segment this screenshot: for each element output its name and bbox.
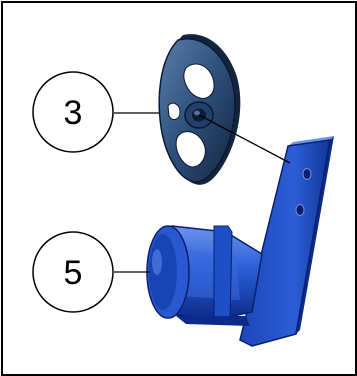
callout-5: 5 <box>32 231 114 313</box>
callout-5-label: 5 <box>64 254 83 292</box>
callout-3-label: 3 <box>64 94 83 132</box>
callout-3: 3 <box>32 71 114 153</box>
axis-leader <box>198 114 291 164</box>
spool-holder-bracket-part <box>146 136 334 347</box>
spool-disc-part <box>158 34 241 185</box>
